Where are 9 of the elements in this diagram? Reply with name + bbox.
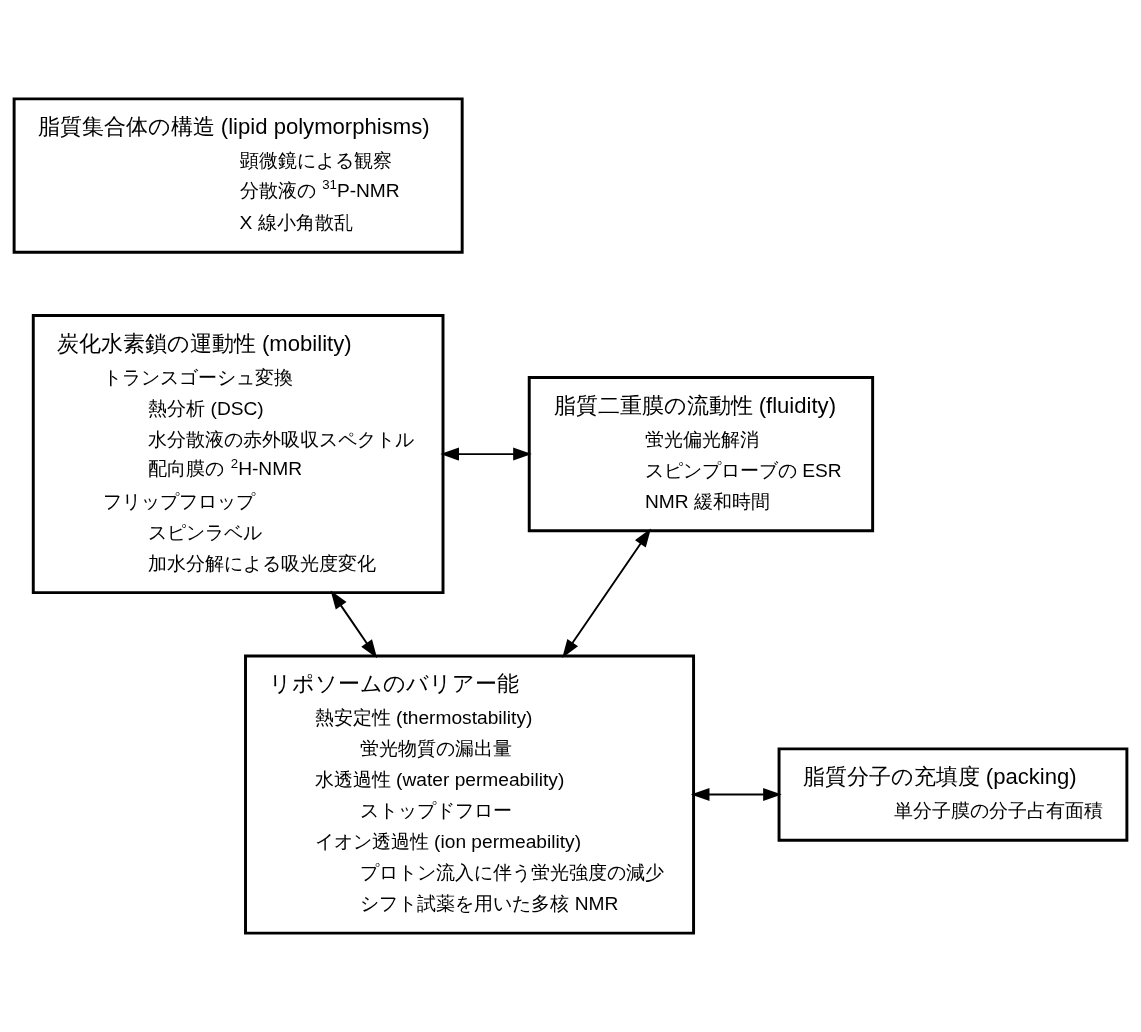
node-box: 脂質分子の充填度 (packing) 単分子膜の分子占有面積 <box>777 747 1129 842</box>
arrow <box>440 447 532 461</box>
arrow <box>690 788 782 802</box>
arrow <box>562 528 651 658</box>
node-box: 脂質二重膜の流動性 (fluidity) 蛍光偏光解消 スピンプローブの ESR NMR 緩和時間 <box>527 376 875 533</box>
arrow <box>330 590 378 659</box>
node-box: 脂質集合体の構造 (lipid polymorphisms) 顕微鏡による観察 分散液の $^{31}$P-NMR X 線小角散乱 <box>12 97 464 254</box>
node-box: 炭化水素鎖の運動性 (mobility) トランスゴーシュ変換 熱分析 (DSC) 水分散液の赤外吸収スペクトル 配向膜の $^{2}$H-NMR フリップフロップ スピンラベル 加水分解による吸光度変化 <box>31 314 445 595</box>
node-box: リポソームのバリアー能 熱安定性 (thermostability) 蛍光物質の漏出量 水透過性 (water permeability) ストップドフロー イオン透過性 (ion permeability) プロトン流入に伴う蛍光強度の減少 シフト試薬を用いた多核 NMR <box>244 654 696 935</box>
